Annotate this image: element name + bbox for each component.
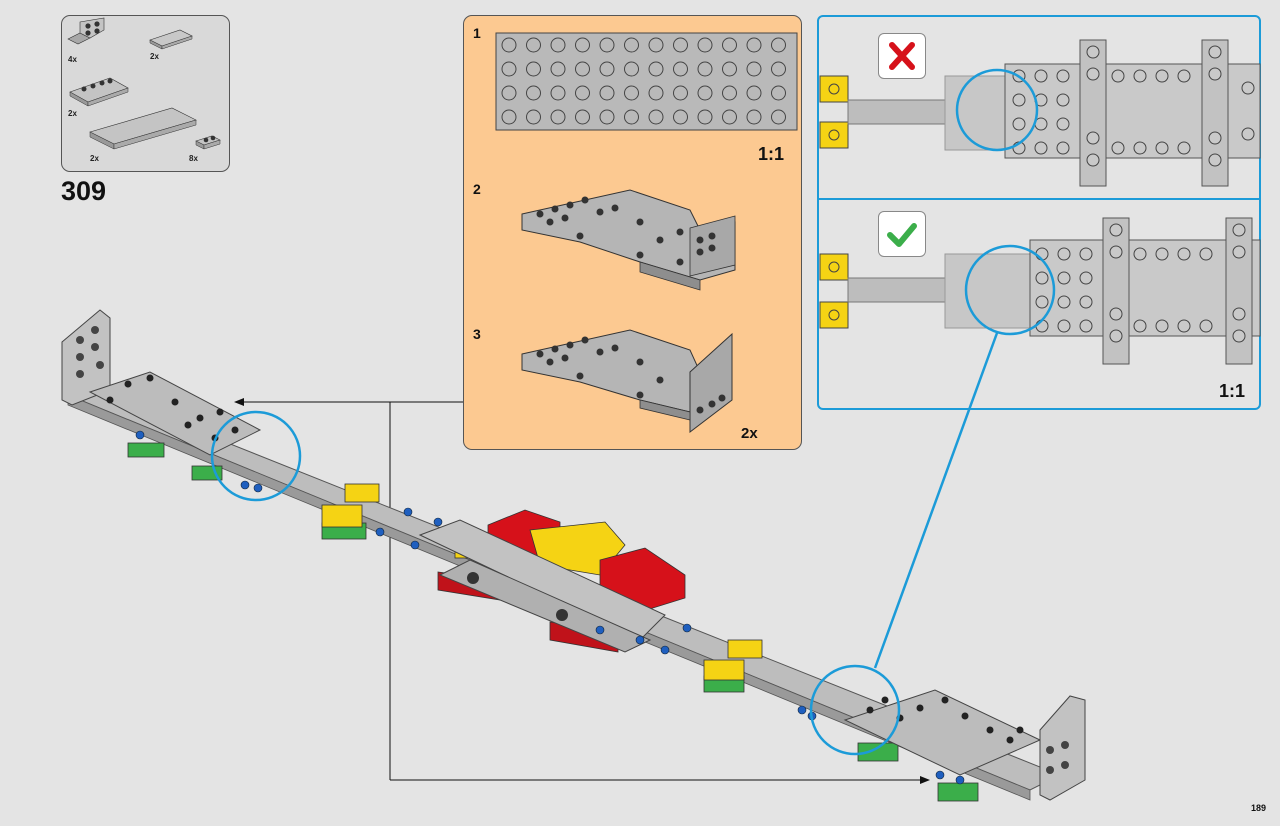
multiplier-label: 2x	[741, 425, 758, 442]
stud	[673, 61, 688, 77]
right-angle-plate	[1039, 695, 1086, 801]
stud	[771, 85, 786, 101]
angle-plate-1x2-2x2-icon	[67, 17, 105, 45]
part-qty: 8x	[189, 154, 198, 163]
stud	[722, 85, 737, 101]
stud	[697, 61, 713, 77]
stud	[575, 37, 590, 53]
stud	[648, 85, 664, 101]
substep-number-1: 1	[473, 25, 481, 41]
stud	[673, 109, 688, 125]
arrow-head-left	[234, 398, 244, 406]
plate-4x12-1to1-illustration	[495, 32, 798, 131]
detail-scale-label: 1:1	[1219, 381, 1246, 401]
stud	[526, 85, 541, 101]
step-number: 309	[61, 176, 107, 206]
page-number: 189	[1250, 803, 1266, 813]
stud	[648, 61, 664, 77]
stud	[501, 61, 517, 77]
stud	[771, 61, 786, 77]
scale-label: 1:1	[758, 144, 785, 164]
part-qty: 2x	[90, 154, 99, 163]
stud	[697, 85, 713, 101]
stud	[722, 61, 737, 77]
part-qty: 2x	[150, 52, 159, 61]
stud	[526, 37, 541, 53]
stud	[501, 37, 517, 53]
stud	[771, 109, 786, 125]
stud	[746, 37, 762, 53]
wrong-assembly-illustration	[819, 39, 1261, 187]
stud	[599, 61, 615, 77]
stud	[746, 109, 762, 125]
blue-pins	[135, 430, 965, 785]
stud	[575, 85, 590, 101]
detail-divider	[818, 198, 1260, 200]
part-qty: 4x	[68, 55, 77, 64]
part-qty: 2x	[68, 109, 77, 118]
stud	[648, 37, 664, 53]
stud	[501, 85, 517, 101]
stud	[624, 61, 639, 77]
stud	[624, 37, 639, 53]
plate-4x4-icon	[69, 77, 129, 107]
stud	[575, 61, 590, 77]
plate-1x2-icon	[195, 135, 221, 150]
left-angle-plate	[61, 309, 111, 406]
stud	[599, 109, 615, 125]
placement-arrows	[242, 401, 922, 781]
correct-assembly-illustration	[819, 217, 1261, 365]
stud	[550, 85, 566, 101]
arrow-head-right	[920, 776, 930, 784]
stud	[501, 109, 517, 125]
stud	[599, 37, 615, 53]
stud	[746, 61, 762, 77]
stud	[550, 37, 566, 53]
substep-number-3: 3	[473, 326, 481, 342]
stud	[722, 109, 737, 125]
plate-4x10-icon	[89, 107, 197, 150]
green-check-icon	[878, 211, 926, 257]
stud	[648, 109, 664, 125]
stud	[526, 61, 541, 77]
stud	[722, 37, 737, 53]
stud	[550, 61, 566, 77]
stud	[673, 85, 688, 101]
stud	[697, 109, 713, 125]
stud	[550, 109, 566, 125]
tile-2x4-icon	[149, 29, 193, 50]
stud	[526, 109, 541, 125]
stud	[624, 85, 639, 101]
stud	[599, 85, 615, 101]
stud	[697, 37, 713, 53]
substep-2-assembly	[521, 189, 736, 291]
stud	[673, 37, 688, 53]
stud	[771, 37, 786, 53]
stud	[624, 109, 639, 125]
highlight-callouts	[210, 332, 999, 756]
stud	[575, 109, 590, 125]
stud	[746, 85, 762, 101]
substep-3-assembly	[521, 329, 733, 434]
red-x-icon	[878, 33, 926, 79]
substep-number-2: 2	[473, 181, 481, 197]
